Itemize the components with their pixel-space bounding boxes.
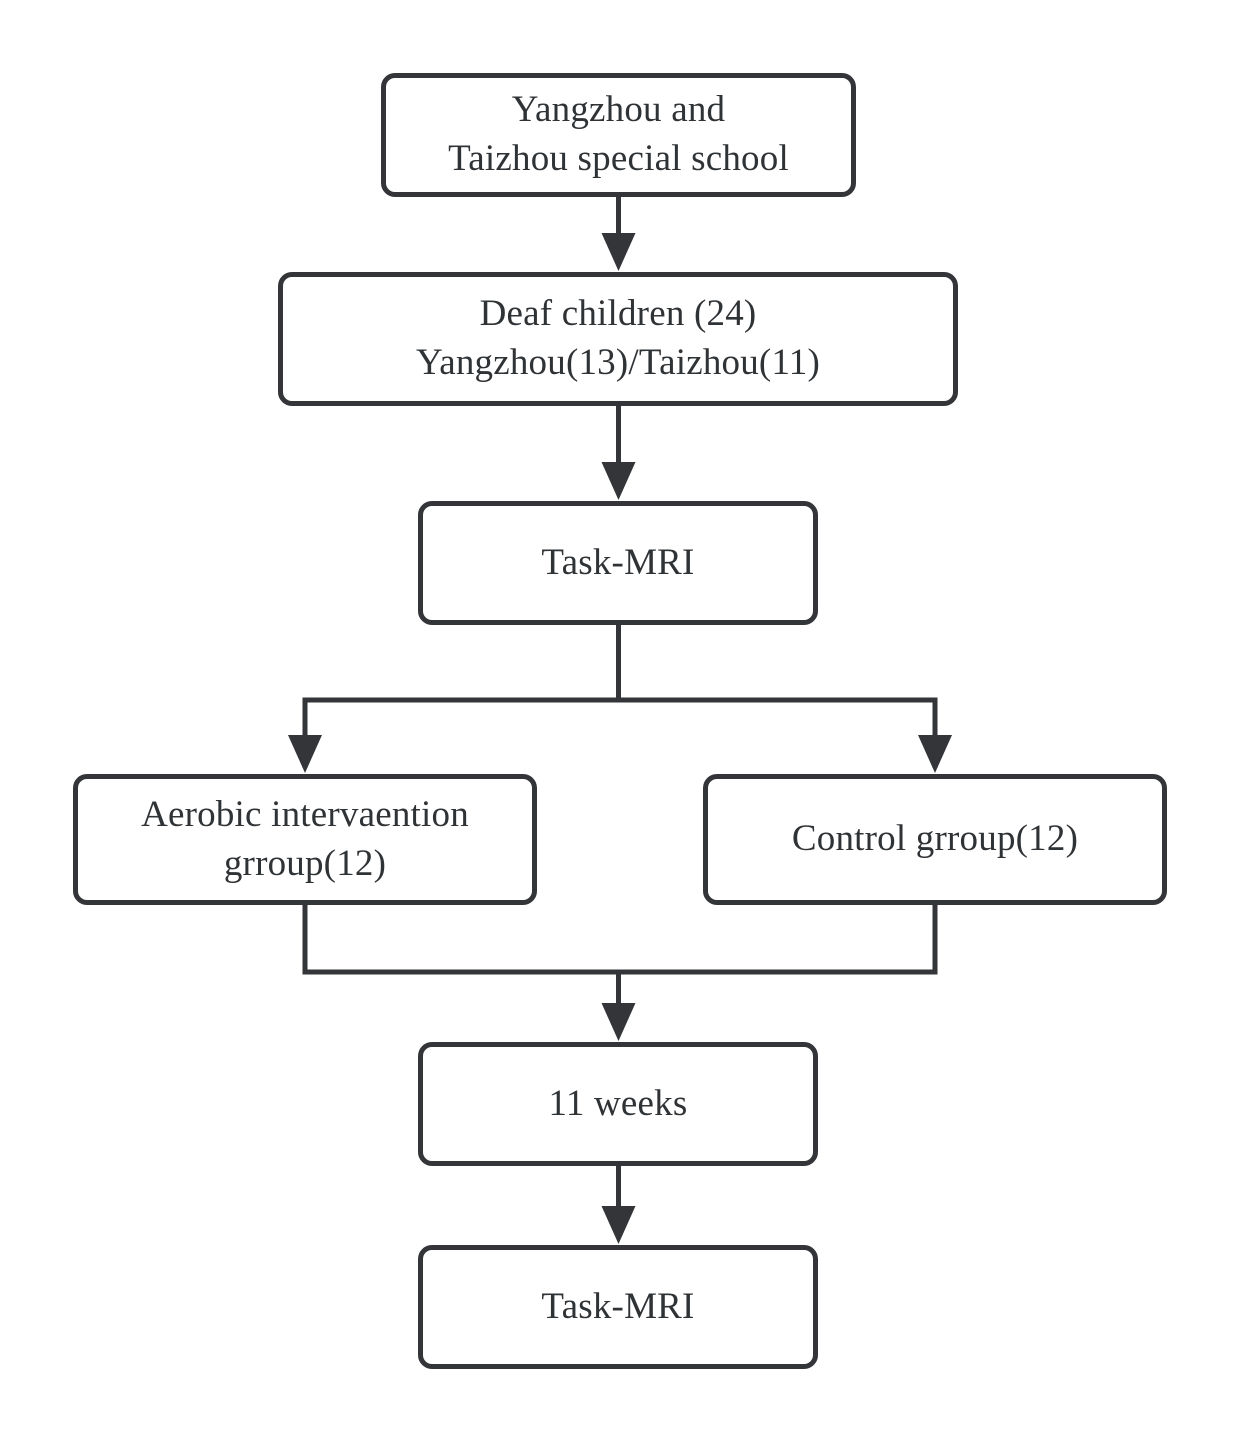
arrowhead-taskmri-post: [601, 1206, 636, 1244]
arrowhead-duration: [601, 1003, 636, 1041]
node-control-group: Control grroup(12): [703, 774, 1167, 905]
arrowhead-aerobic: [288, 735, 322, 773]
node-deaf-children-label: Deaf children (24) Yangzhou(13)/Taizhou(…: [416, 293, 820, 383]
edge-merge-branches: [302, 904, 938, 975]
arrowhead-control: [918, 735, 952, 773]
edge-split-branches: [302, 697, 938, 768]
node-aerobic-group: Aerobic intervaention grroup(12): [73, 774, 537, 905]
node-aerobic-group-label: Aerobic intervaention grroup(12): [141, 793, 469, 884]
node-task-mri-post-label: Task-MRI: [541, 1285, 695, 1327]
node-school-label: Yangzhou and Taizhou special school: [448, 89, 789, 179]
arrowhead-taskmri-pre: [601, 462, 636, 500]
node-task-mri-pre: Task-MRI: [418, 501, 818, 625]
node-school: Yangzhou and Taizhou special school: [381, 73, 856, 197]
node-task-mri-pre-label: Task-MRI: [541, 541, 695, 583]
node-duration-label: 11 weeks: [548, 1082, 688, 1124]
node-control-group-label: Control grroup(12): [791, 818, 1079, 860]
node-deaf-children: Deaf children (24) Yangzhou(13)/Taizhou(…: [278, 272, 958, 406]
node-task-mri-post: Task-MRI: [418, 1245, 818, 1369]
node-duration: 11 weeks: [418, 1042, 818, 1166]
arrowhead-deaf: [601, 233, 636, 271]
